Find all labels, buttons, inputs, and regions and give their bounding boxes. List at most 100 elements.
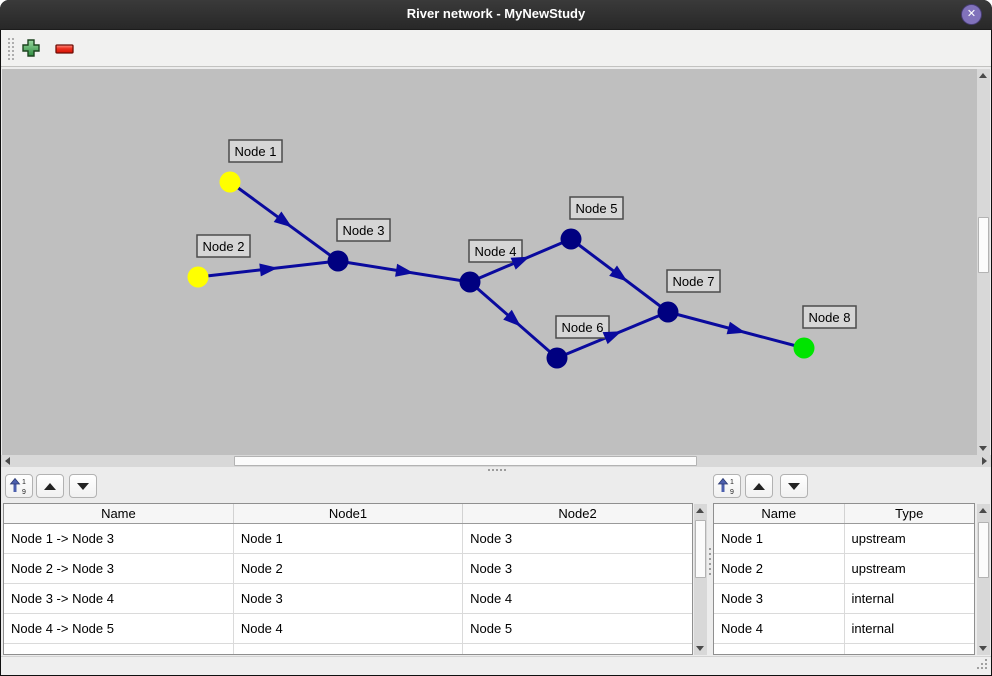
edge-table-vscrollbar-thumb[interactable] bbox=[695, 520, 706, 578]
node-move-down-button[interactable] bbox=[780, 474, 808, 498]
table-row[interactable] bbox=[4, 643, 692, 654]
edge-move-down-button[interactable] bbox=[69, 474, 97, 498]
up-triangle-icon bbox=[753, 483, 765, 490]
scroll-down-icon[interactable] bbox=[696, 646, 704, 651]
table-cell[interactable]: Node 4 bbox=[714, 613, 845, 644]
table-row[interactable] bbox=[714, 643, 974, 654]
node-label-box bbox=[555, 315, 610, 339]
edge-arrow-icon bbox=[395, 263, 414, 277]
table-cell[interactable]: Node 1 bbox=[714, 523, 845, 554]
horizontal-splitter[interactable] bbox=[1, 467, 991, 472]
table-cell[interactable]: upstream bbox=[844, 553, 974, 584]
node-label-box bbox=[468, 239, 523, 263]
red-minus-icon bbox=[55, 44, 74, 54]
toolbar-drag-handle-icon[interactable] bbox=[7, 37, 15, 61]
node-table-vscrollbar-thumb[interactable] bbox=[978, 522, 989, 578]
scroll-up-icon[interactable] bbox=[696, 508, 704, 513]
node-label-box bbox=[802, 305, 857, 329]
node-node-1[interactable] bbox=[219, 171, 241, 193]
table-cell[interactable] bbox=[462, 643, 692, 654]
table-cell[interactable] bbox=[4, 643, 234, 654]
canvas-hscrollbar[interactable] bbox=[1, 455, 991, 467]
table-cell[interactable]: Node 2 bbox=[233, 553, 464, 584]
remove-node-button[interactable] bbox=[53, 36, 77, 60]
node-label-box bbox=[228, 139, 283, 163]
up-triangle-icon bbox=[44, 483, 56, 490]
table-cell[interactable]: Node 3 bbox=[462, 523, 692, 554]
table-cell[interactable] bbox=[714, 643, 845, 654]
node-node-2[interactable] bbox=[187, 266, 209, 288]
edge-move-up-button[interactable] bbox=[36, 474, 64, 498]
vertical-splitter[interactable] bbox=[708, 503, 713, 655]
column-header[interactable]: Node2 bbox=[462, 504, 692, 524]
scroll-up-icon[interactable] bbox=[979, 73, 987, 78]
node-sort-button[interactable]: 1 9 bbox=[713, 474, 741, 498]
table-cell[interactable]: Node 2 -> Node 3 bbox=[4, 553, 234, 584]
node-label: Node 5 bbox=[576, 201, 618, 216]
node-node-5[interactable] bbox=[560, 228, 582, 250]
resize-grip-icon bbox=[985, 659, 987, 661]
window-title: River network - MyNewStudy bbox=[406, 6, 586, 21]
table-cell[interactable]: internal bbox=[844, 613, 974, 644]
canvas-vscrollbar-thumb[interactable] bbox=[978, 217, 989, 273]
node-node-8[interactable] bbox=[793, 337, 815, 359]
table-cell[interactable]: Node 4 -> Node 5 bbox=[4, 613, 234, 644]
node-node-6[interactable] bbox=[546, 347, 568, 369]
scroll-left-icon[interactable] bbox=[5, 457, 10, 465]
splitter-handle-icon bbox=[709, 548, 711, 550]
resize-grip[interactable] bbox=[975, 659, 987, 671]
node-label-box bbox=[336, 218, 391, 242]
table-cell[interactable]: Node 4 bbox=[233, 613, 464, 644]
add-node-button[interactable] bbox=[19, 36, 43, 60]
edge-arrow-icon bbox=[259, 263, 278, 277]
edge-arrow-icon bbox=[503, 309, 521, 327]
node-label: Node 2 bbox=[203, 239, 245, 254]
edge-arrow-icon bbox=[726, 321, 746, 335]
canvas-vscrollbar[interactable] bbox=[977, 69, 990, 455]
node-node-4[interactable] bbox=[459, 271, 481, 293]
table-cell[interactable]: Node 5 bbox=[462, 613, 692, 644]
scroll-right-icon[interactable] bbox=[982, 457, 987, 465]
node-move-up-button[interactable] bbox=[745, 474, 773, 498]
table-cell[interactable]: Node 1 -> Node 3 bbox=[4, 523, 234, 554]
scroll-down-icon[interactable] bbox=[979, 646, 987, 651]
table-cell[interactable]: Node 2 bbox=[714, 553, 845, 584]
column-header[interactable]: Name bbox=[4, 504, 234, 524]
table-cell[interactable] bbox=[233, 643, 464, 654]
close-button[interactable]: ✕ bbox=[961, 4, 982, 25]
node-table-vscrollbar[interactable] bbox=[977, 504, 990, 655]
table-cell[interactable]: Node 4 bbox=[462, 583, 692, 614]
column-header[interactable]: Type bbox=[844, 504, 974, 524]
node-node-3[interactable] bbox=[327, 250, 349, 272]
edge-table-vscrollbar[interactable] bbox=[694, 504, 707, 655]
table-cell[interactable] bbox=[844, 643, 974, 654]
node-node-7[interactable] bbox=[657, 301, 679, 323]
table-cell[interactable]: Node 1 bbox=[233, 523, 464, 554]
status-bar bbox=[1, 656, 991, 675]
down-triangle-icon bbox=[788, 483, 800, 490]
table-cell[interactable]: Node 3 bbox=[714, 583, 845, 614]
scroll-down-icon[interactable] bbox=[979, 446, 987, 451]
table-cell[interactable]: Node 3 bbox=[462, 553, 692, 584]
table-cell[interactable]: Node 3 bbox=[233, 583, 464, 614]
node-label: Node 8 bbox=[809, 310, 851, 325]
canvas-hscrollbar-thumb[interactable] bbox=[234, 456, 697, 466]
scroll-up-icon[interactable] bbox=[979, 508, 987, 513]
table-cell[interactable]: Node 3 -> Node 4 bbox=[4, 583, 234, 614]
table-cell[interactable]: upstream bbox=[844, 523, 974, 554]
edge-arrow-icon bbox=[510, 256, 530, 270]
column-header[interactable]: Node1 bbox=[233, 504, 464, 524]
edge-sort-button[interactable]: 1 9 bbox=[5, 474, 33, 498]
column-header[interactable]: Name bbox=[714, 504, 845, 524]
table-cell[interactable]: internal bbox=[844, 583, 974, 614]
